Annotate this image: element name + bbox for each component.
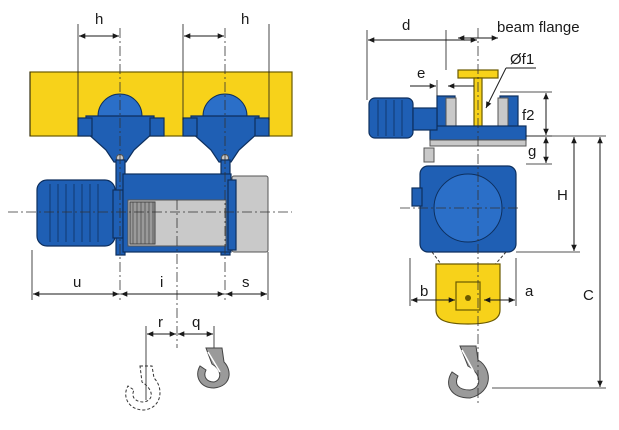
dim-label-i: i: [160, 274, 163, 291]
dim-label-q: q: [192, 314, 200, 331]
dim-label-g: g: [528, 143, 536, 160]
dim-label-s: s: [242, 274, 250, 291]
hook-position-solid: [197, 347, 230, 389]
dim-label-f2: f2: [522, 107, 535, 124]
dim-label-C: C: [583, 287, 594, 304]
dim-label-h-left: h: [95, 11, 103, 28]
side-view: h h u i s r q: [8, 11, 293, 411]
dim-label-f1: Øf1: [510, 51, 534, 68]
dim-label-H: H: [557, 187, 568, 204]
dim-label-r: r: [158, 314, 163, 331]
end-view: d beam flange e Øf1 f2 g H C b a: [366, 17, 606, 406]
gearbox-cover: [231, 175, 269, 253]
hoist-motor: [36, 179, 116, 247]
travel-motor: [368, 97, 414, 139]
dim-label-b: b: [420, 283, 428, 300]
label-beam-flange: beam flange: [497, 19, 580, 36]
dim-label-h-right: h: [241, 11, 249, 28]
dim-label-u: u: [73, 274, 81, 291]
hook-position-dashed: [125, 365, 161, 411]
dim-label-e: e: [417, 65, 425, 82]
dim-label-a: a: [525, 283, 534, 300]
hook-end-view: [448, 345, 489, 399]
dim-label-d: d: [402, 17, 410, 34]
